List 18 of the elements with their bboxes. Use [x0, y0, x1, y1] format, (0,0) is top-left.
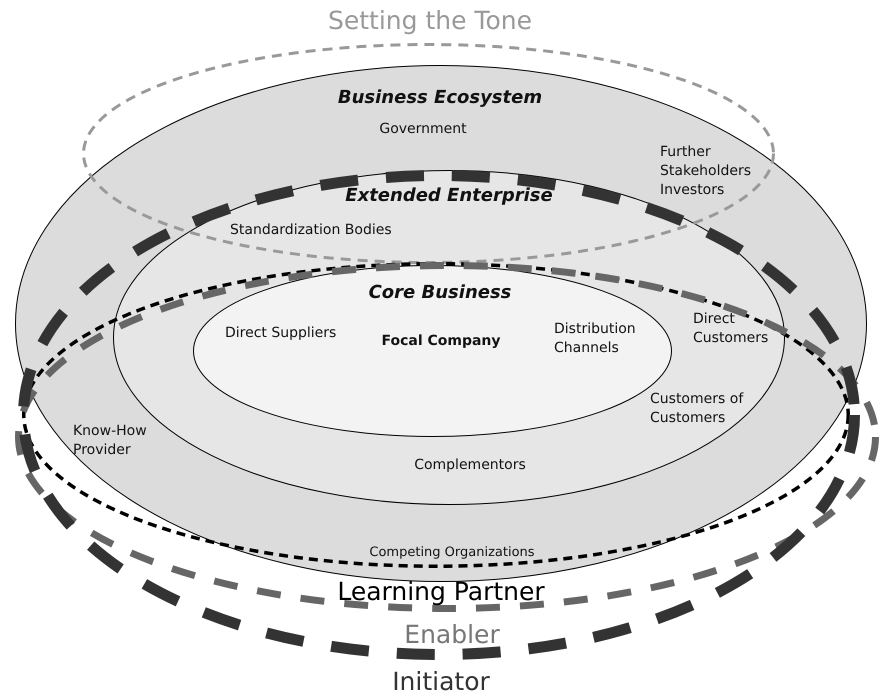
stakeholder-label: Government — [378, 120, 468, 139]
focal-label: Focal Company — [380, 332, 502, 351]
stakeholder-label: Competing Organizations — [368, 544, 536, 562]
role-label: Enabler — [403, 620, 501, 650]
role-label: Learning Partner — [336, 577, 546, 607]
stakeholder-label: Distribution Channels — [554, 320, 637, 358]
stakeholder-label: Standardization Bodies — [230, 221, 393, 240]
region-title: Business Ecosystem — [336, 87, 544, 109]
stakeholder-label: Direct Suppliers — [225, 324, 338, 343]
stakeholder-label: Further Stakeholders Investors — [660, 143, 752, 200]
stakeholder-label: Know-How Provider — [73, 422, 148, 460]
stakeholder-label: Customers of Customers — [650, 390, 744, 428]
role-label: Setting the Tone — [327, 6, 533, 36]
region-title: Extended Enterprise — [344, 185, 554, 207]
stakeholder-label: Complementors — [413, 456, 527, 475]
stakeholder-label: Direct Customers — [693, 310, 770, 348]
region-title: Core Business — [368, 282, 512, 304]
role-label: Initiator — [391, 667, 491, 695]
